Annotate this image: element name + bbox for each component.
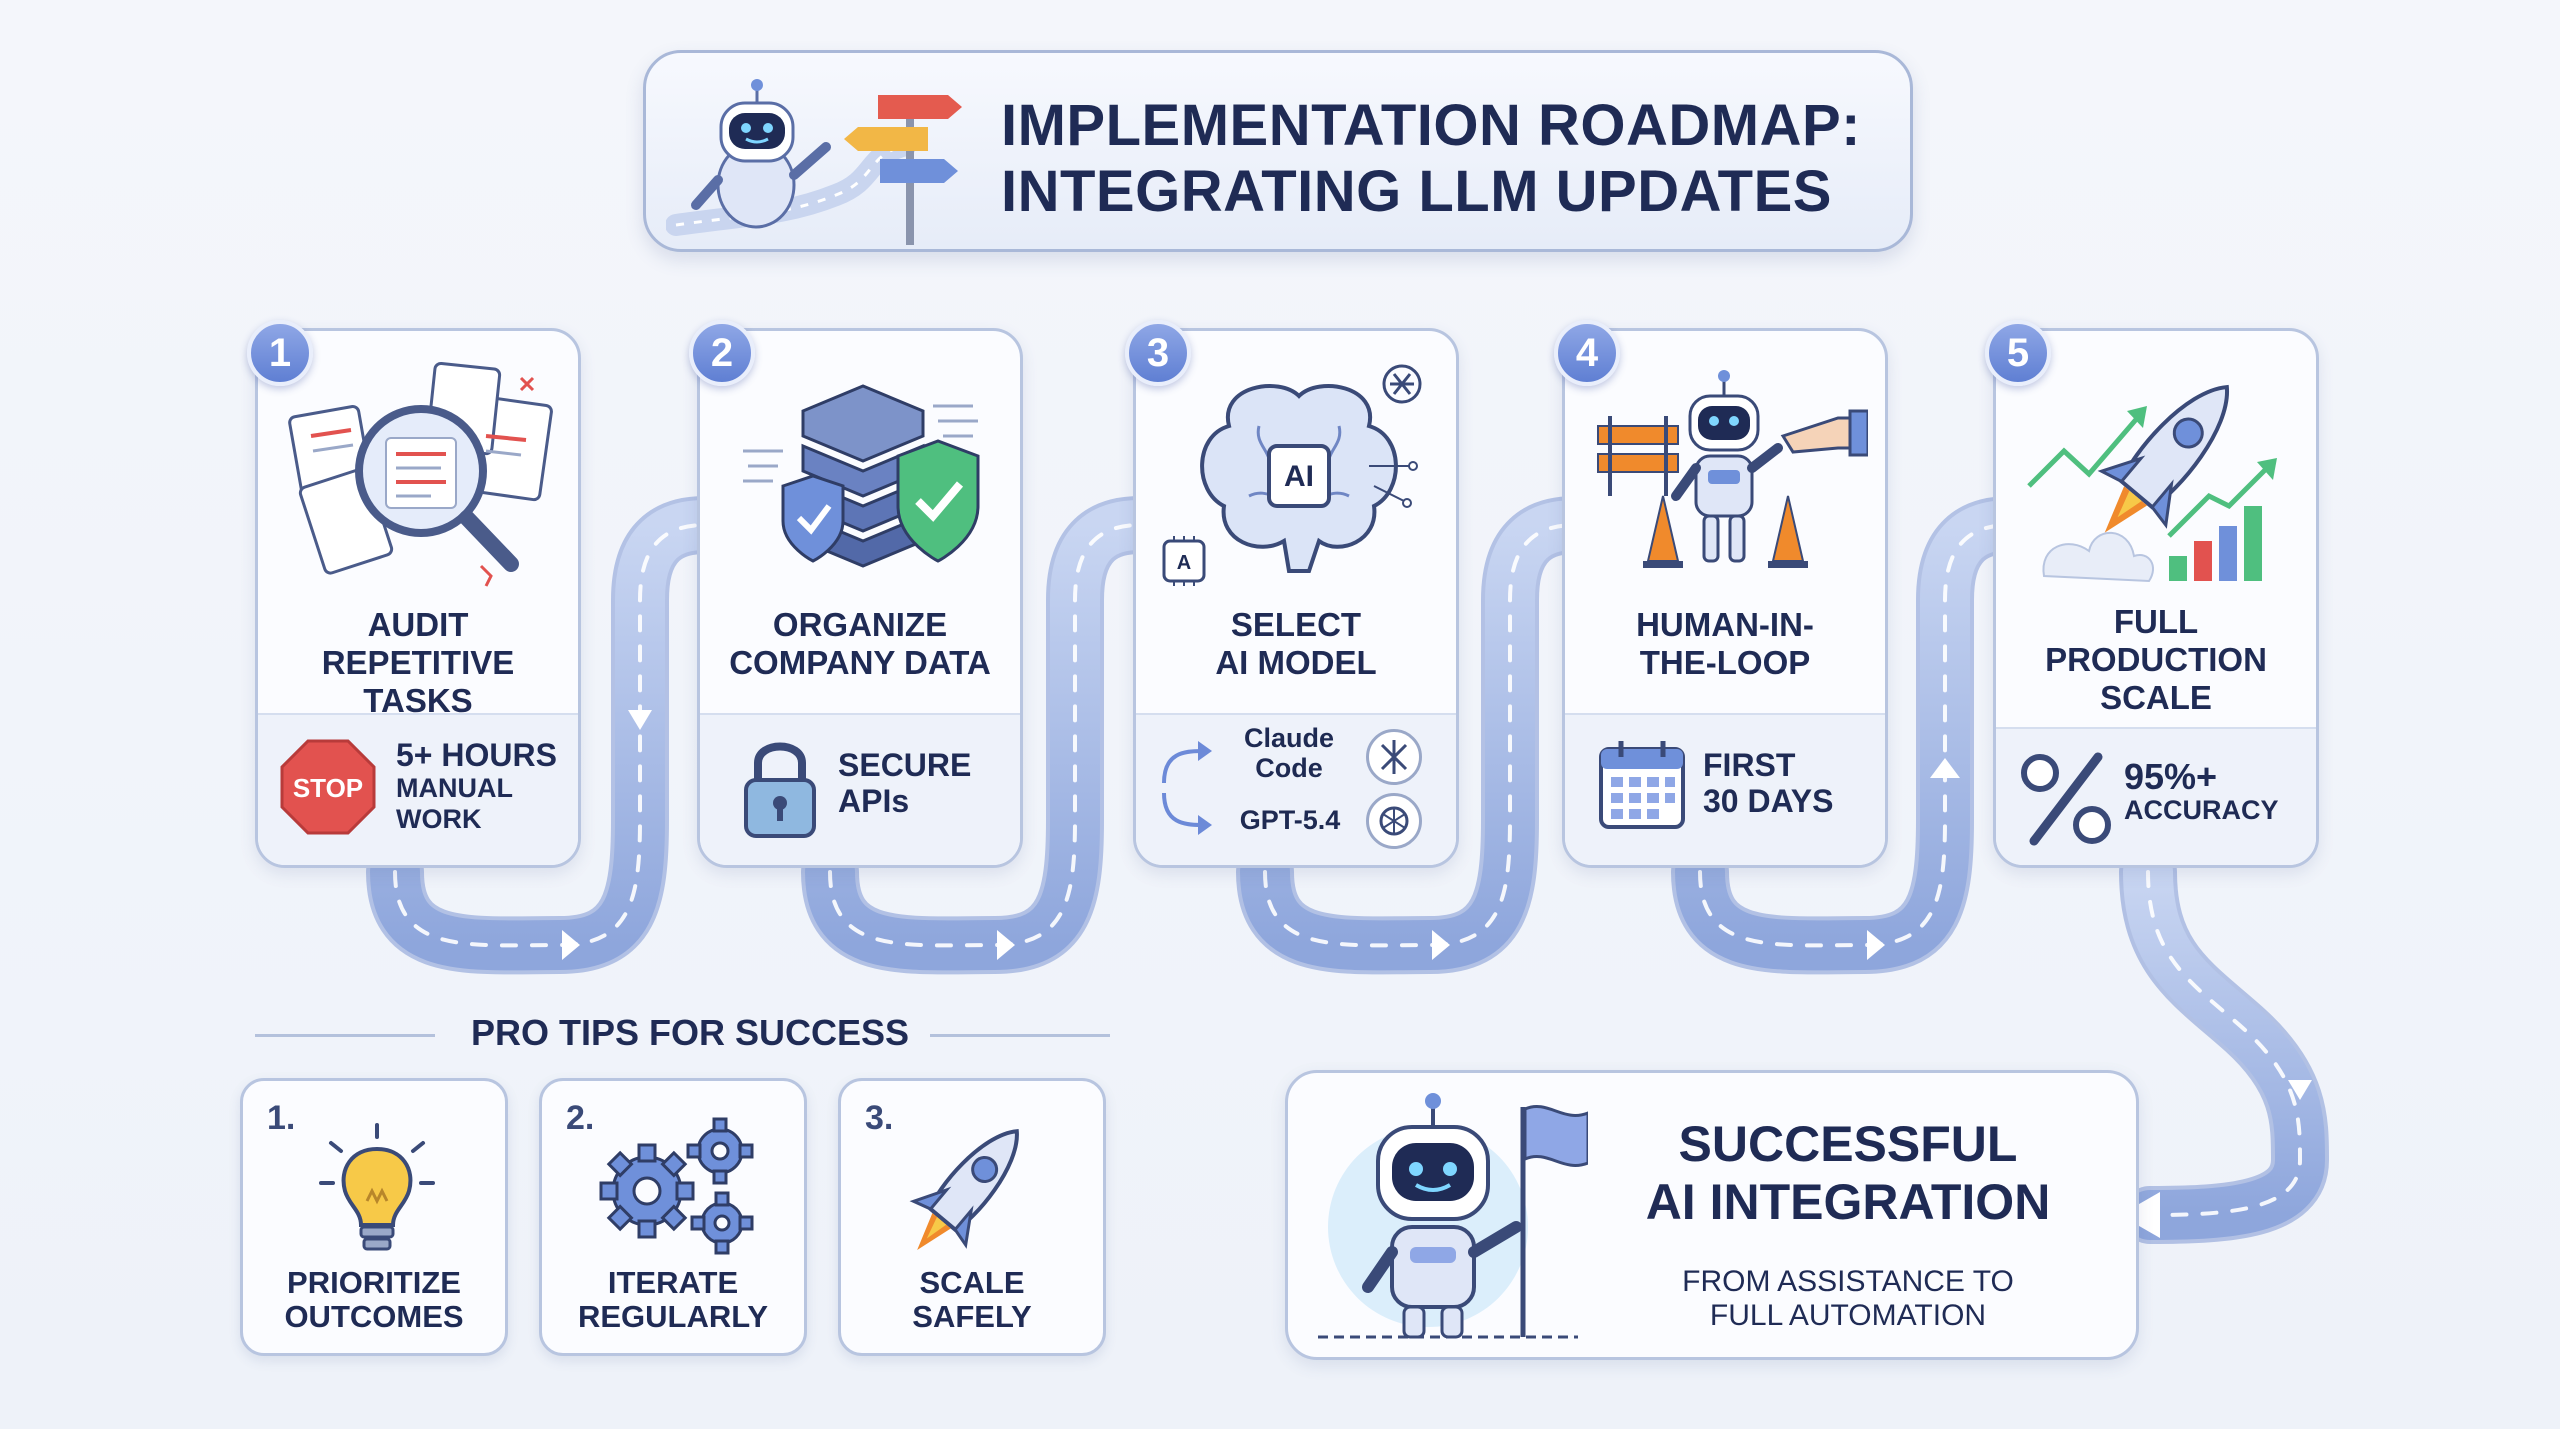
chip-label: A — [1177, 552, 1191, 574]
tips-heading: PRO TIPS FOR SUCCESS — [470, 1012, 910, 1053]
step-detail-text: 5+ HOURS MANUAL WORK — [396, 737, 557, 834]
step-title: HUMAN-IN- THE-LOOP — [1636, 606, 1814, 681]
gears-icon — [599, 1117, 754, 1255]
title-line-1: IMPLEMENTATION ROADMAP: — [1001, 93, 1861, 158]
step-card-select-model: AI A SELECT AI MODEL Claude Code GPT-5.4 — [1133, 328, 1459, 868]
stop-sign-text: STOP — [293, 773, 363, 803]
step-card-organize-data: ORGANIZE COMPANY DATA SECURE APIs — [697, 328, 1023, 868]
tip-card-prioritize: 1. PRIORITIZE OUTCOMES — [240, 1078, 508, 1356]
step-card-human-in-the-loop: HUMAN-IN- THE-LOOP FIRST 30 DAYS — [1562, 328, 1888, 868]
step-number-badge: 3 — [1125, 320, 1191, 386]
step-title: AUDIT REPETITIVE TASKS — [321, 606, 515, 719]
step-detail-panel: Claude Code GPT-5.4 — [1136, 713, 1456, 865]
step-detail-panel: SECURE APIs — [700, 713, 1020, 865]
step-number-badge: 5 — [1985, 320, 2051, 386]
title-card: IMPLEMENTATION ROADMAP: INTEGRATING LLM … — [643, 50, 1913, 252]
success-card: SUCCESSFUL AI INTEGRATION FROM ASSISTANC… — [1285, 1070, 2139, 1360]
claude-logo-icon — [1366, 729, 1422, 785]
calendar-icon — [1599, 741, 1685, 829]
step-title: SELECT AI MODEL — [1215, 606, 1377, 681]
tip-card-iterate: 2. ITERATE REGULA — [539, 1078, 807, 1356]
step-number-badge: 4 — [1554, 320, 1620, 386]
step-detail-text: SECURE APIs — [838, 747, 972, 819]
tip-label: ITERATE REGULARLY — [577, 1265, 769, 1334]
tip-label: PRIORITIZE OUTCOMES — [284, 1265, 464, 1334]
tips-divider-right — [930, 1034, 1110, 1037]
step-detail-panel: STOP 5+ HOURS MANUAL WORK — [258, 713, 578, 865]
step-detail-panel: FIRST 30 DAYS — [1565, 713, 1885, 865]
percent-icon — [2021, 752, 2111, 846]
step-number-badge: 1 — [247, 320, 313, 386]
robot-cones-icon — [1597, 370, 1868, 568]
page-title: IMPLEMENTATION ROADMAP: INTEGRATING LLM … — [1001, 93, 1881, 225]
tips-divider-left — [255, 1034, 435, 1037]
success-title: SUCCESSFUL AI INTEGRATION — [1645, 1116, 2051, 1230]
rocket-icon — [909, 1129, 1019, 1250]
step-title: FULL PRODUCTION SCALE — [2045, 603, 2267, 716]
step-detail-text: FIRST 30 DAYS — [1703, 747, 1834, 819]
openai-logo-icon — [1366, 793, 1422, 849]
model-option-gpt: GPT-5.4 — [1239, 805, 1341, 835]
magnifier-documents-icon — [288, 361, 553, 587]
step-card-audit: AUDIT REPETITIVE TASKS STOP 5+ HOURS MAN… — [255, 328, 581, 868]
robot-signpost-icon — [666, 79, 962, 245]
step-card-production-scale: FULL PRODUCTION SCALE 95%+ ACCURACY — [1993, 328, 2319, 868]
robot-flag-icon — [1318, 1093, 1588, 1339]
step-title: ORGANIZE COMPANY DATA — [729, 606, 991, 681]
tip-card-scale: 3. SCALE SAFELY — [838, 1078, 1106, 1356]
stop-sign-icon: STOP — [280, 739, 376, 835]
title-line-2: INTEGRATING LLM UPDATES — [1001, 159, 1832, 224]
rocket-chart-icon — [2027, 384, 2277, 583]
success-subtitle: FROM ASSISTANCE TO FULL AUTOMATION — [1682, 1265, 2014, 1332]
tip-label: SCALE SAFELY — [912, 1265, 1032, 1334]
step-number-badge: 2 — [689, 320, 755, 386]
model-option-claude: Claude Code — [1243, 723, 1335, 783]
ai-brain-icon: AI A — [1162, 364, 1422, 586]
server-shield-icon — [743, 384, 980, 568]
step-detail-text: 95%+ ACCURACY — [2124, 756, 2279, 826]
padlock-icon — [744, 742, 816, 838]
step-detail-panel: 95%+ ACCURACY — [1996, 727, 2316, 865]
success-divider — [1588, 1248, 2136, 1249]
lightbulb-icon — [319, 1123, 435, 1251]
swap-arrows-icon — [1162, 741, 1212, 835]
brain-chip-label: AI — [1284, 460, 1314, 493]
